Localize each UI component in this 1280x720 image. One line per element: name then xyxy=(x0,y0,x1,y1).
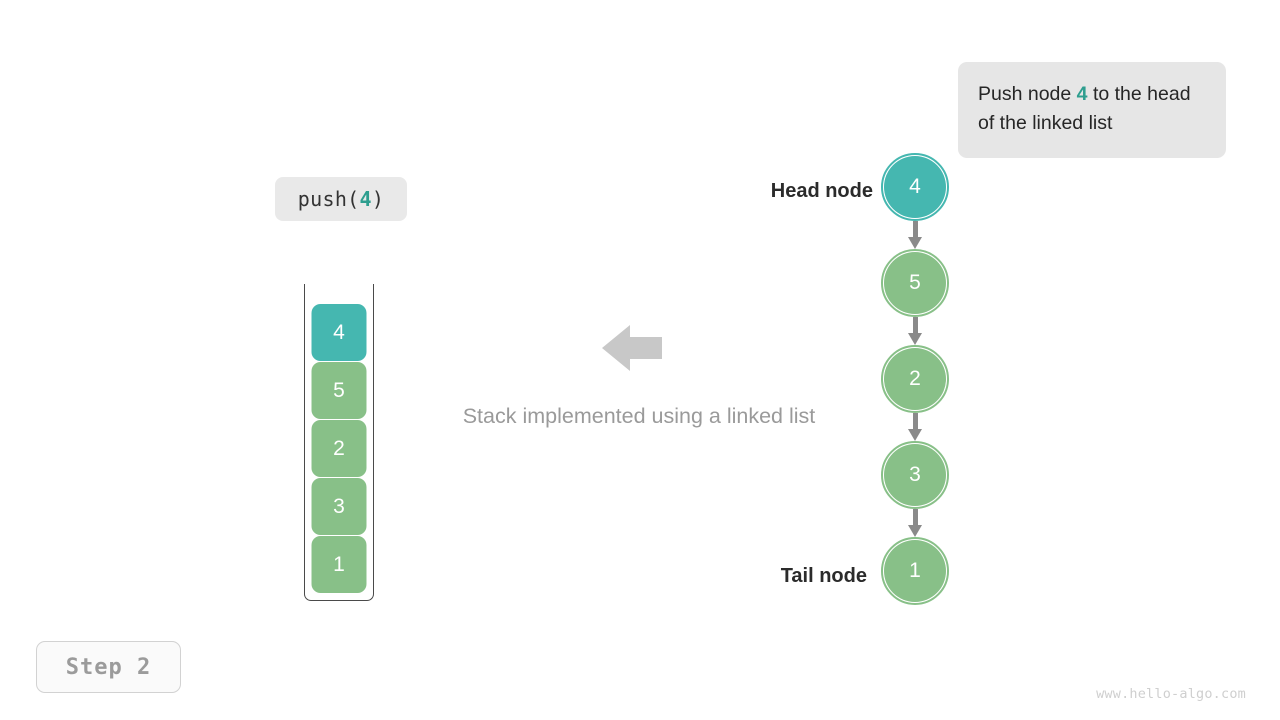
arrow-left-icon xyxy=(602,325,662,371)
stack-cell: 5 xyxy=(311,362,367,419)
watermark: www.hello-algo.com xyxy=(1096,686,1246,702)
connector-arrowhead-icon xyxy=(908,525,922,537)
connector-shaft xyxy=(912,317,918,334)
linked-list-node: 2 xyxy=(881,345,949,413)
connector-shaft xyxy=(912,509,918,526)
callout-highlight-value: 4 xyxy=(1076,83,1088,105)
linked-list-node: 1 xyxy=(881,537,949,605)
connector-arrowhead-icon xyxy=(908,429,922,441)
callout-text-after: to the head of the linked list xyxy=(978,83,1191,134)
push-label-before: push( xyxy=(297,187,360,211)
connector-shaft xyxy=(912,413,918,430)
stack-cell-value: 4 xyxy=(333,320,345,344)
push-operation-pill: push(4) xyxy=(275,177,407,221)
tail-node-label: Tail node xyxy=(780,565,867,587)
linked-list-node-value: 3 xyxy=(909,463,921,486)
connector-arrowhead-icon xyxy=(908,237,922,249)
stack-cell-value: 3 xyxy=(333,494,345,518)
stack-cell-list: 4 5 2 3 1 xyxy=(311,304,367,593)
diagram-caption-text: Stack implemented using a linked list xyxy=(462,404,816,428)
stack-cell: 4 xyxy=(311,304,367,361)
linked-list-node-value: 5 xyxy=(909,271,921,294)
linked-list-connector-arrow xyxy=(908,221,922,249)
connector-shaft xyxy=(912,221,918,238)
linked-list-node: 5 xyxy=(881,249,949,317)
stack-cell: 3 xyxy=(311,478,367,535)
push-label-after: ) xyxy=(371,187,385,211)
linked-list-connector-arrow xyxy=(908,509,922,537)
step-badge: Step 2 xyxy=(36,641,181,693)
diagram-caption: Stack implemented using a linked list xyxy=(0,404,1280,429)
stack-cell-value: 2 xyxy=(333,436,345,460)
stack-cell-value: 1 xyxy=(333,552,345,576)
stack-cell-value: 5 xyxy=(333,378,345,402)
linked-list-node-value: 4 xyxy=(909,175,921,198)
callout-text-before: Push node xyxy=(978,83,1077,105)
equivalence-arrow-left xyxy=(602,320,662,376)
callout-box: Push node 4 to the head of the linked li… xyxy=(958,62,1226,158)
connector-arrowhead-icon xyxy=(908,333,922,345)
stack-container: 4 5 2 3 1 xyxy=(304,284,374,601)
linked-list-diagram: 4 5 2 3 1 xyxy=(881,153,956,606)
linked-list-node: 4 xyxy=(881,153,949,221)
stack-cell: 1 xyxy=(311,536,367,593)
step-badge-label: Step 2 xyxy=(65,654,152,680)
stack-cell: 2 xyxy=(311,420,367,477)
head-node-label: Head node xyxy=(770,180,873,202)
linked-list-node: 3 xyxy=(881,441,949,509)
linked-list-node-value: 2 xyxy=(909,367,921,390)
linked-list-connector-arrow xyxy=(908,413,922,441)
push-argument-value: 4 xyxy=(359,187,372,211)
linked-list-node-value: 1 xyxy=(909,559,921,582)
linked-list-connector-arrow xyxy=(908,317,922,345)
